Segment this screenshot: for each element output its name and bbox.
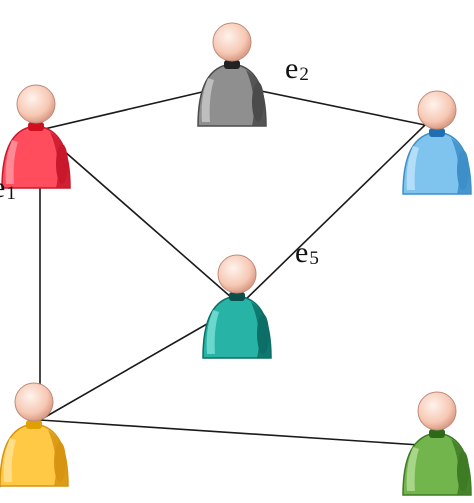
person-collar (26, 420, 42, 429)
node-label-main: e (0, 171, 5, 204)
person-collar (224, 60, 240, 69)
person-collar (429, 128, 445, 137)
node-label-subscript: 2 (299, 64, 309, 85)
person-arm-shade (457, 451, 469, 491)
person-body-highlight (201, 78, 214, 122)
edge-e2-e3 (231, 84, 426, 126)
person-head (212, 22, 252, 62)
person-body-highlight (406, 146, 419, 190)
person-collar (229, 292, 245, 301)
node-label-e5: e5 (295, 236, 319, 269)
person-arm-shade (257, 314, 269, 354)
person-head (417, 391, 457, 431)
node-label-e1: e1 (0, 171, 16, 204)
edge-e1-e5 (39, 129, 241, 306)
person-arm-shade (252, 82, 264, 122)
label-layer: e1e24e5 (0, 52, 319, 495)
person-arm-shade (457, 150, 469, 190)
edge-e4-e6 (39, 419, 421, 446)
edge-layer (39, 84, 426, 446)
person-head (417, 90, 457, 130)
person-head (14, 382, 54, 422)
person-body-highlight (3, 438, 16, 482)
person-collar (28, 122, 44, 131)
node-label-main: e (295, 236, 308, 269)
person-icon (1, 84, 71, 189)
node-label-e2: e2 (285, 52, 309, 85)
person-icon (0, 382, 69, 487)
node-label-subscript: 5 (309, 248, 319, 269)
edge-e5-e3 (239, 124, 426, 306)
person-arm-shade (56, 144, 68, 184)
person-body-highlight (406, 447, 419, 491)
person-icon (197, 22, 267, 127)
person-icon (202, 254, 272, 359)
person-body-highlight (206, 310, 219, 354)
person-arm-shade (54, 442, 66, 482)
node-label-subscript: 1 (6, 183, 16, 204)
person-head (16, 84, 56, 124)
person-head (217, 254, 257, 294)
person-body-highlight (5, 140, 18, 184)
edge-e1-e2 (39, 84, 233, 131)
node-layer (0, 22, 472, 496)
node-label-main: e (285, 52, 298, 85)
person-icon (402, 90, 472, 195)
person-icon (402, 391, 472, 496)
person-collar (429, 429, 445, 438)
